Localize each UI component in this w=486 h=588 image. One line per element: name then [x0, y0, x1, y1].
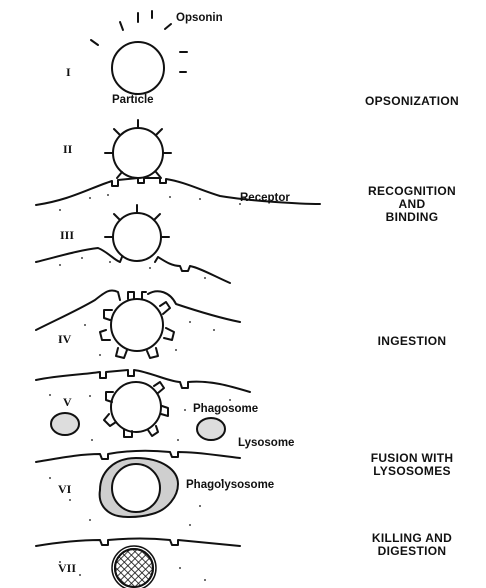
opsonin-label: Opsonin	[176, 13, 223, 25]
numeral-ii: II	[63, 143, 72, 155]
phagolysosome-label: Phagolysosome	[186, 480, 274, 492]
stage-line: DIGESTION	[346, 545, 478, 558]
stage-line: OPSONIZATION	[346, 95, 478, 108]
stage-line: LYSOSOMES	[346, 465, 478, 478]
numeral-iv: IV	[58, 333, 71, 345]
stage-killing-digestion: KILLING AND DIGESTION	[346, 532, 478, 558]
numeral-v: V	[63, 396, 72, 408]
particle-label: Particle	[112, 95, 154, 107]
lysosome-label: Lysosome	[238, 438, 294, 450]
stage-iv-ingestion	[36, 290, 240, 358]
stage-recognition-binding: RECOGNITION AND BINDING	[346, 185, 478, 224]
stage-line: INGESTION	[346, 335, 478, 348]
numeral-iii: III	[60, 229, 74, 241]
stage-ingestion: INGESTION	[346, 335, 478, 348]
numeral-vi: VI	[58, 483, 71, 495]
stage-iii-bound-particle	[105, 205, 169, 261]
stage-ii-opsonized-particle	[105, 120, 171, 178]
numeral-vii: VII	[58, 562, 76, 574]
stage-opsonization: OPSONIZATION	[346, 95, 478, 108]
stage-line: BINDING	[346, 211, 478, 224]
numeral-i: I	[66, 66, 71, 78]
phagosome-label: Phagosome	[193, 404, 258, 416]
stage-i-particle	[91, 11, 187, 94]
stage-fusion-lysosomes: FUSION WITH LYSOSOMES	[346, 452, 478, 478]
membrane-iii	[36, 248, 230, 283]
receptor-label: Receptor	[240, 193, 290, 205]
